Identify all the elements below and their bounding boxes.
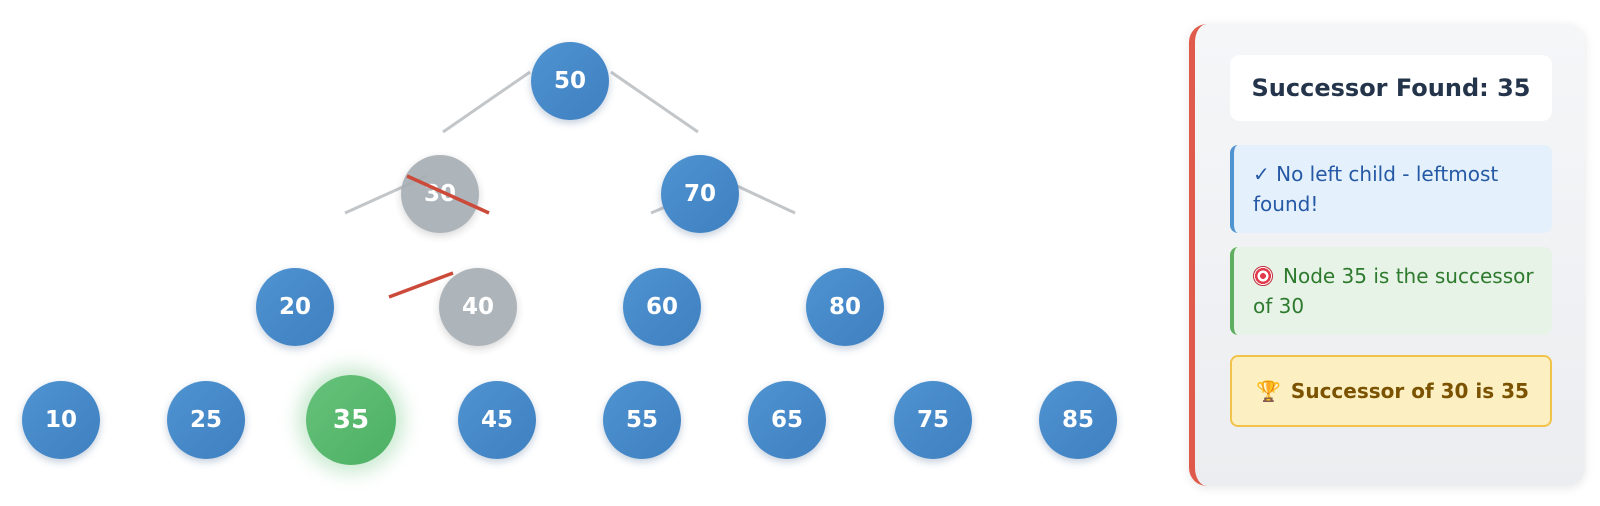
tree-node-10: 10 bbox=[22, 381, 100, 459]
tree-node-45: 45 bbox=[458, 381, 536, 459]
tree-node-50: 50 bbox=[531, 42, 609, 120]
tree-node-65: 65 bbox=[748, 381, 826, 459]
tree-node-70: 70 bbox=[661, 155, 739, 233]
tree-node-40: 40 bbox=[439, 268, 517, 346]
tree-node-85: 85 bbox=[1039, 381, 1117, 459]
tree-node-20: 20 bbox=[256, 268, 334, 346]
tree-node-25: 25 bbox=[167, 381, 245, 459]
info-message-text: Node 35 is the successor of 30 bbox=[1253, 264, 1534, 318]
step-message: ✓ No left child - leftmost found! bbox=[1230, 145, 1552, 233]
trophy-icon: 🏆 bbox=[1256, 379, 1281, 403]
tree-node-35: 35 bbox=[306, 375, 396, 465]
result-message: 🏆 Successor of 30 is 35 bbox=[1230, 355, 1552, 427]
tree-node-75: 75 bbox=[894, 381, 972, 459]
result-message-text: Successor of 30 is 35 bbox=[1290, 379, 1529, 403]
step-message-text: No left child - leftmost found! bbox=[1253, 162, 1499, 216]
status-panel: Successor Found: 35 ✓ No left child - le… bbox=[1189, 24, 1585, 486]
target-icon bbox=[1253, 266, 1273, 286]
tree-node-30: 30 bbox=[401, 155, 479, 233]
tree-node-60: 60 bbox=[623, 268, 701, 346]
info-message: Node 35 is the successor of 30 bbox=[1230, 247, 1552, 335]
panel-title: Successor Found: 35 bbox=[1230, 55, 1552, 121]
check-icon: ✓ bbox=[1253, 162, 1270, 186]
tree-node-55: 55 bbox=[603, 381, 681, 459]
edge-70-right bbox=[734, 183, 796, 215]
edge-50-30 bbox=[442, 70, 531, 134]
edge-50-70 bbox=[610, 70, 699, 134]
tree-node-80: 80 bbox=[806, 268, 884, 346]
